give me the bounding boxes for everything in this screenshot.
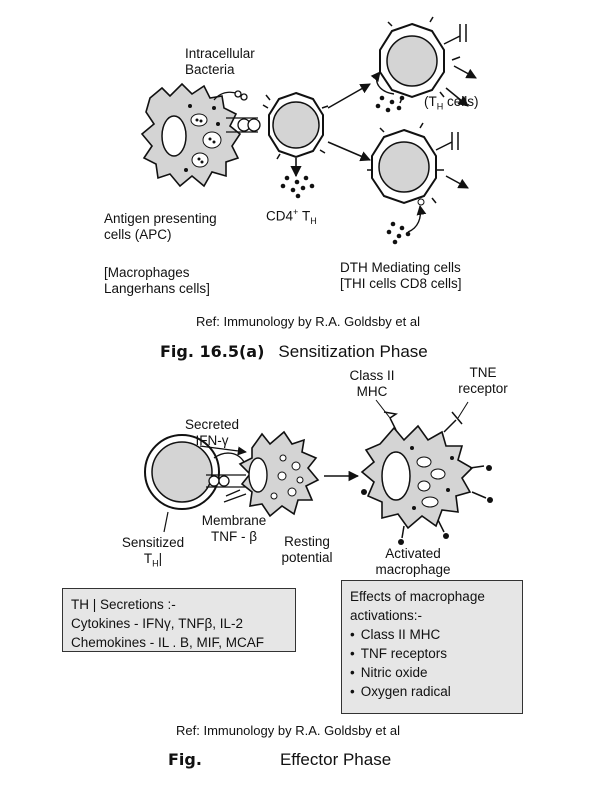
arrow-top-right-1 [453,65,477,79]
label-line: Secreted [184,417,240,432]
label-line: Antigen presenting [104,211,217,226]
label-line: Class II [349,368,395,383]
reference-effector: Ref: Immunology by R.A. Goldsby et al [176,723,400,738]
label-part: T [302,208,311,224]
effects-item: Oxygen radical [350,682,514,701]
arrow-top-curve [370,71,395,95]
label-intracellular-bacteria: Intracellular Bacteria [185,46,255,78]
label-secreted-ifn: Secreted IFN-γ [172,417,252,449]
label-line: TH| [108,551,198,572]
figure-title: Sensitization Phase [278,342,428,361]
effects-item: Nitric oxide [350,663,514,682]
label-line: potential [281,550,333,565]
secretions-chemokines: Chemokines - IL . B, MIF, MCAF [71,635,265,650]
label-line: Sensitized [121,535,185,550]
figure-number: Fig. 16.5(a) [160,342,265,361]
apc-cell [140,82,242,188]
label-line: macrophage [375,562,451,577]
label-line: Membrane [201,513,267,528]
secretions-box: TH | Secretions :- Cytokines - IFNγ, TNF… [62,588,296,652]
label-sub: H [310,216,317,227]
label-th-cells: (TH cells) [424,94,479,115]
cytokine-dots-cd4 [280,175,315,199]
sensitized-th-cell [144,434,220,533]
label-line: IFN-γ [195,433,229,448]
label-cd4-th: CD4+ TH [266,204,317,229]
figure-number: Fig. [168,750,202,769]
label-tne-receptor: TNE receptor [448,365,518,397]
reference-sensitization: Ref: Immunology by R.A. Goldsby et al [196,314,420,329]
th-cell-top [379,16,467,104]
arrow-to-top-cell [327,83,371,109]
label-line: DTH Mediating cells [340,260,461,275]
figure-title: Effector Phase [279,750,392,769]
arrow-to-bottom-cell [327,141,371,162]
label-sub: H [436,101,444,112]
label-sup: + [293,207,299,217]
label-membrane-tnf: Membrane TNF - β [194,513,274,545]
label-line: MHC [356,384,388,399]
label-sensitized-th: Sensitized TH| [108,535,198,572]
label-macrophages: [Macrophages Langerhans cells] [104,265,210,297]
cytokine-dots-bottom [386,221,411,245]
label-resting-potential: Resting potential [272,534,342,566]
secretions-cytokines: Cytokines - IFNγ, TNFβ, IL-2 [71,616,244,631]
arrow-top-right-2 [445,87,469,107]
figure-caption-effector: Fig. Effector Phase [168,750,391,770]
effects-title: activations:- [350,608,423,623]
pointer-class2 [375,399,391,419]
label-part: | [158,551,163,566]
label-line: TNE [469,365,497,380]
label-line: cells (APC) [104,227,172,242]
effects-item: TNF receptors [350,644,514,663]
label-dth: DTH Mediating cells [THI cells CD8 cells… [340,260,462,292]
effector-synapse [206,452,247,503]
label-line: Intracellular [185,46,255,61]
resting-macrophage [238,430,320,518]
label-line: [THI cells CD8 cells] [340,276,462,291]
effects-title: Effects of macrophage [350,589,485,604]
secretions-title: TH | Secretions :- [71,597,176,612]
arrow-secreted [199,445,247,456]
label-sub: H [152,558,159,569]
label-activated-macrophage: Activated macrophage [368,546,458,578]
label-line: Bacteria [185,62,235,77]
label-apc: Antigen presenting cells (APC) [104,211,217,243]
label-part: T [143,551,153,566]
label-line: TNF - β [210,529,257,544]
label-part: (T [424,94,437,109]
label-part: cells) [443,94,479,109]
label-line: receptor [458,381,508,396]
label-line: Resting [284,534,330,549]
figure-caption-sensitization: Fig. 16.5(a) Sensitization Phase [160,342,428,362]
label-part: CD4 [266,208,294,224]
effects-box: Effects of macrophage activations:- Clas… [341,580,523,714]
effects-item: Class II MHC [350,625,514,644]
arrow-bottom-right-1 [445,175,469,189]
pointer-tne [457,401,469,419]
th-cell-bottom [367,122,459,206]
label-line: Langerhans cells] [104,281,210,296]
cytokine-dots-top [375,95,405,113]
apc-th-synapse [213,90,261,133]
th-cell-center [262,91,329,160]
label-class2-mhc: Class II MHC [342,368,402,400]
activated-macrophage [360,411,493,545]
arrow-bottom-curve [407,205,427,233]
label-line: [Macrophages [104,265,190,280]
label-line: Activated [385,546,441,561]
